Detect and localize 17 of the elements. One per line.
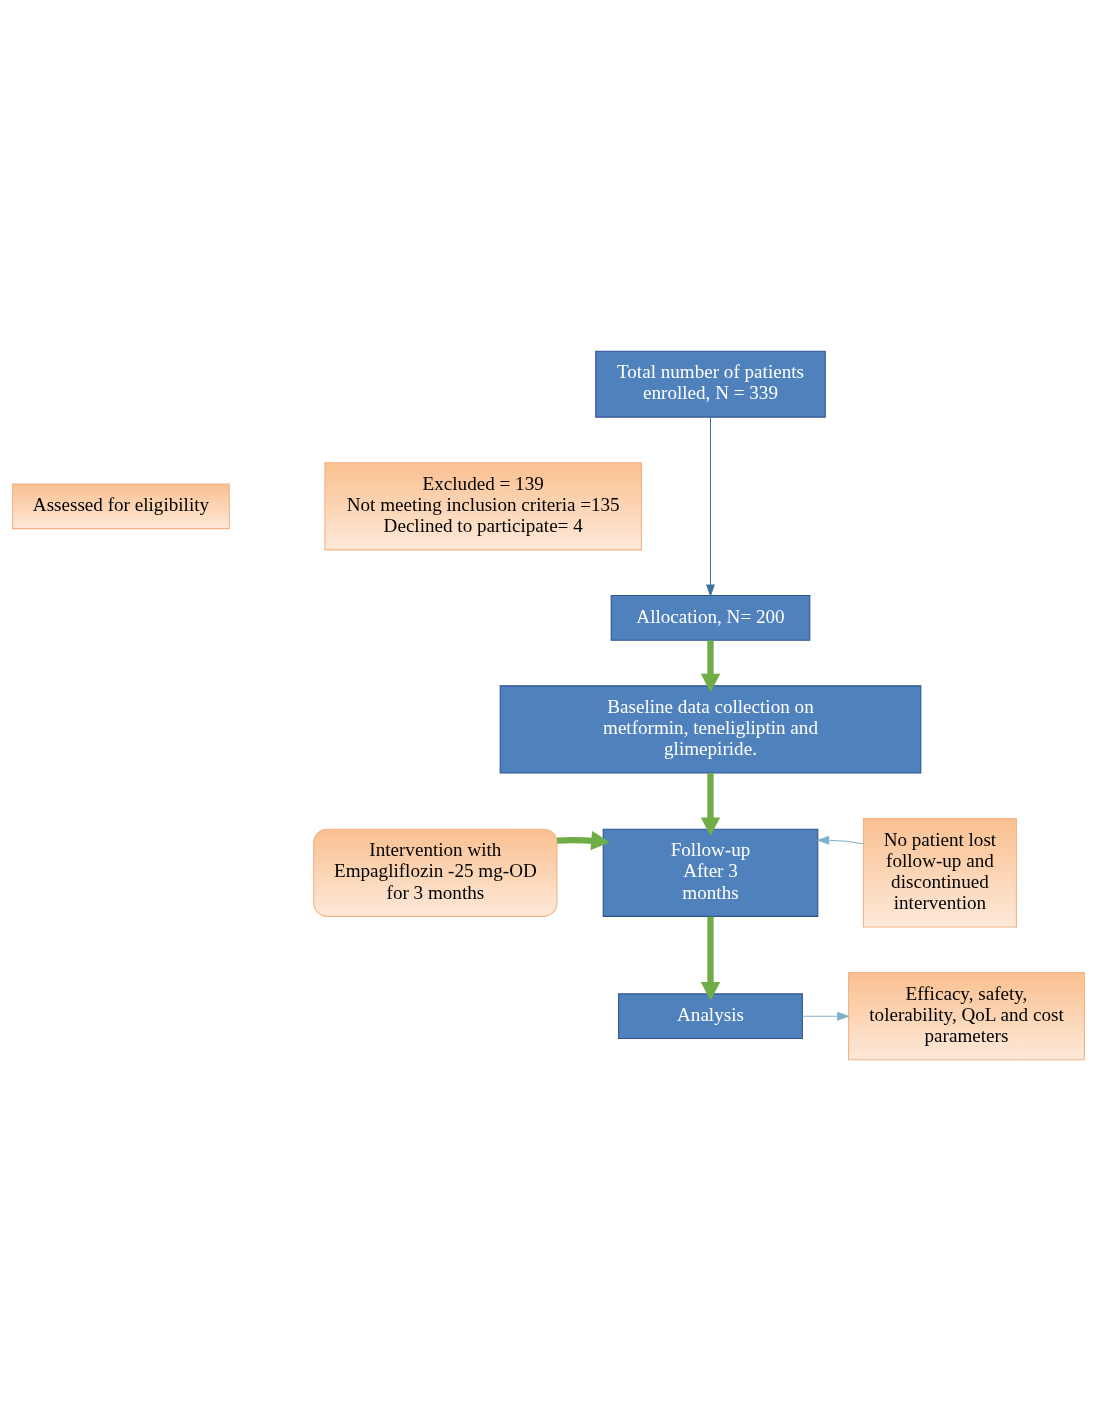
node-box: Analysis <box>618 993 803 1040</box>
node-box: Baseline data collection on metformin, teneligliptin and glimepiride. <box>499 685 922 774</box>
arrow <box>706 416 715 598</box>
arrow <box>700 640 721 693</box>
node-box: No patient lost follow-up and discontinued intervention <box>862 818 1017 928</box>
node-box: Total number of patients enrolled, N = 339 <box>595 350 826 418</box>
arrow <box>556 830 610 851</box>
node-box: Excluded = 139 Not meeting inclusion criteria =135 Declined to participate= 4 <box>324 462 642 551</box>
node-box: Assessed for eligibility <box>12 483 230 530</box>
arrow <box>816 835 864 845</box>
arrow <box>700 773 721 836</box>
node-box: Efficacy, safety, tolerability, QoL and cost parameters <box>848 972 1085 1061</box>
node-box: Follow-up After 3 months <box>602 828 819 917</box>
arrow <box>700 916 721 1001</box>
node-box: Allocation, N= 200 <box>610 595 811 641</box>
node-box: Intervention with Empagliflozin -25 mg-OD for 3 months <box>313 828 558 917</box>
arrow <box>801 1011 850 1021</box>
